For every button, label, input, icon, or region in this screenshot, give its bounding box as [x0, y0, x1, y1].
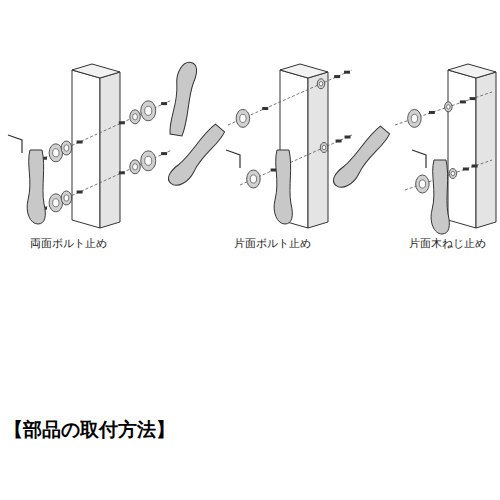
section-heading: 【部品の取付方法】	[4, 417, 175, 443]
hex-key	[226, 150, 240, 168]
hex-key	[8, 135, 22, 153]
door-panel	[72, 64, 120, 228]
hex-key	[412, 150, 426, 168]
caption: 片面木ねじ止め	[409, 237, 486, 251]
screw	[334, 75, 340, 78]
rose-washer	[320, 143, 328, 153]
screw	[161, 102, 167, 105]
fixing-axis	[395, 92, 492, 127]
screw	[262, 107, 268, 110]
fixing-axis	[40, 150, 172, 212]
fixing-axis	[228, 70, 352, 127]
rose-washer	[141, 151, 156, 171]
rose-washer	[141, 101, 156, 121]
rose-washer	[449, 169, 457, 179]
screw	[345, 136, 351, 139]
screw	[470, 97, 476, 100]
rose-washer	[445, 102, 453, 112]
fixing-axis	[405, 160, 492, 193]
figure-both-bolt	[8, 61, 198, 228]
rose-washer	[317, 79, 325, 89]
caption: 片面ボルト止め	[234, 237, 311, 251]
screw	[472, 165, 478, 168]
lever-handle	[330, 124, 392, 192]
figure-wood-screw	[330, 64, 496, 234]
rose-washer	[416, 175, 430, 193]
screw	[336, 140, 342, 143]
screw	[429, 111, 435, 114]
screw	[119, 171, 125, 174]
rose-washer	[61, 141, 72, 155]
drawings	[8, 61, 496, 234]
rose-washer	[49, 194, 63, 212]
lever-handle	[27, 150, 45, 224]
rose-washer	[247, 170, 261, 188]
screw	[119, 121, 125, 124]
lever-handle	[431, 160, 449, 234]
rose-washer	[61, 191, 72, 205]
rose-washer	[130, 110, 141, 124]
rose-washer	[130, 160, 141, 174]
figure-single-bolt	[165, 64, 352, 228]
screw	[77, 141, 83, 144]
lever-handle	[274, 150, 292, 224]
rose-washer	[236, 109, 250, 127]
screw	[344, 71, 350, 74]
door-panel	[448, 64, 496, 228]
screw	[77, 191, 83, 194]
rose-washer	[408, 109, 422, 127]
screw	[463, 168, 469, 171]
lever-handle	[165, 122, 227, 190]
screw	[460, 100, 466, 103]
screw	[161, 152, 167, 155]
caption: 両面ボルト止め	[30, 237, 107, 251]
lever-handle	[167, 61, 198, 137]
rose-washer	[49, 144, 63, 162]
